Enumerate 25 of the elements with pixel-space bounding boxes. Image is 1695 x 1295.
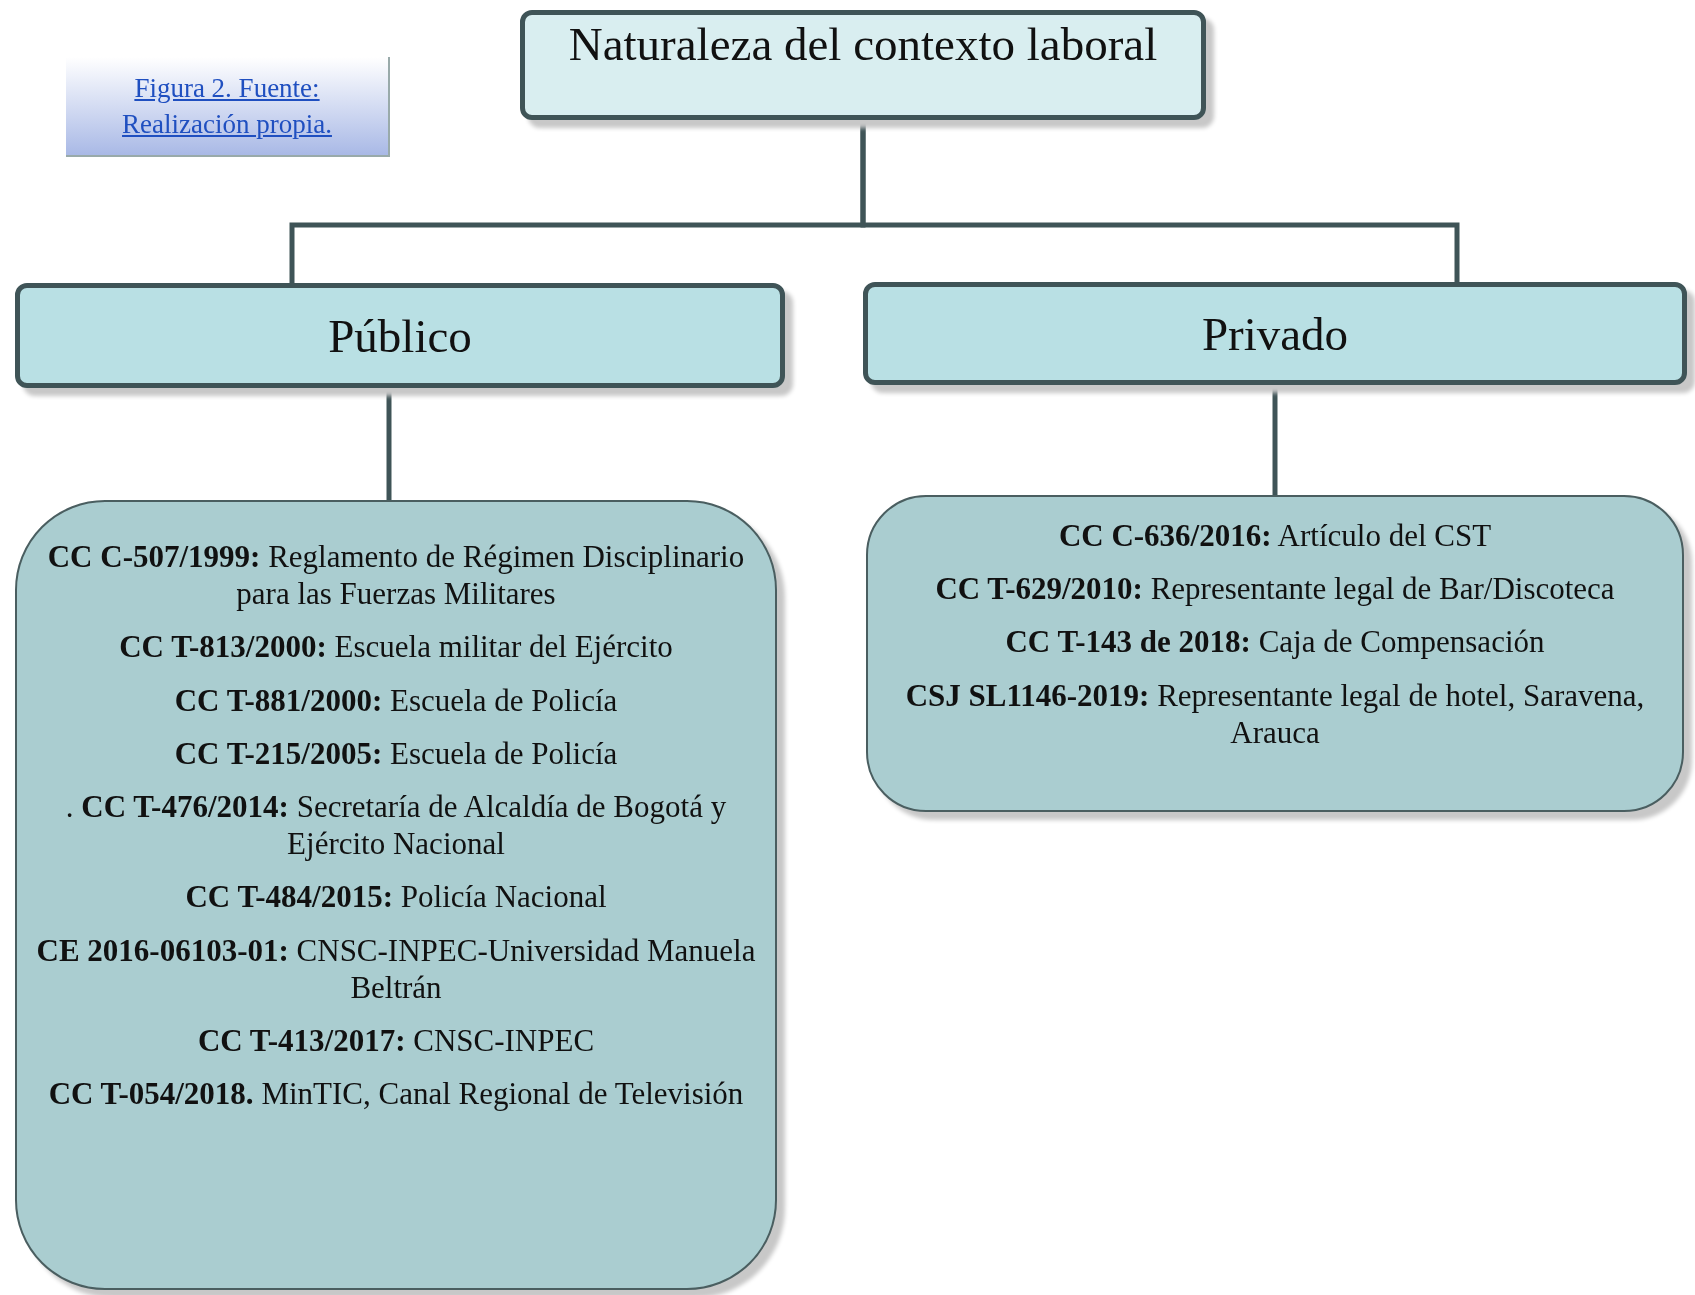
ruling-entry: CC T-054/2018. MinTIC, Canal Regional de Televisión <box>48 1075 744 1113</box>
rounded-list-box <box>866 495 1684 812</box>
rounded-list-box <box>15 500 777 1290</box>
source-note-link: Figura 2. Fuente: Realización propia. <box>66 57 390 157</box>
connector-line <box>386 388 392 500</box>
box-title: Público <box>328 308 472 363</box>
ruling-entry: CC T-215/2005: Escuela de Policía <box>174 734 618 772</box>
ruling-entry: CC T-484/2015: Policía Nacional <box>185 878 607 916</box>
category-box <box>15 283 785 388</box>
ruling-entry: CC T-413/2017: CNSC-INPEC <box>197 1021 595 1060</box>
box-title: Naturaleza del contexto laboral <box>568 17 1158 71</box>
ruling-entry: CC T-629/2010: Representante legal de Bar/Discoteca <box>935 570 1615 608</box>
ruling-entry: . CC T-476/2014: Secretaría de Alcaldía de Bogotá y Ejército Nacional <box>64 787 728 863</box>
ruling-entry: CC C-636/2016: Artículo del CST <box>1058 517 1492 555</box>
ruling-entry: CC T-881/2000: Escuela de Policía <box>174 681 618 719</box>
connector-line <box>1272 385 1278 495</box>
ruling-entry: CC T-143 de 2018: Caja de Compensación <box>1005 623 1545 661</box>
ruling-entry: CE 2016-06103-01: CNSC-INPEC-Universidad Manuela Beltrán <box>35 931 757 1006</box>
box-title: Privado <box>1201 306 1349 361</box>
ruling-entry: CC C-507/1999: Reglamento de Régimen Disciplinario para las Fuerzas Militares <box>46 538 746 613</box>
ruling-entry: CSJ SL1146-2019: Representante legal de hotel, Saravena, Arauca <box>904 676 1646 751</box>
ruling-entry: CC T-813/2000: Escuela militar del Ejército <box>119 628 673 666</box>
connector-line <box>860 120 1460 282</box>
category-box <box>863 282 1687 385</box>
category-box <box>520 10 1206 120</box>
